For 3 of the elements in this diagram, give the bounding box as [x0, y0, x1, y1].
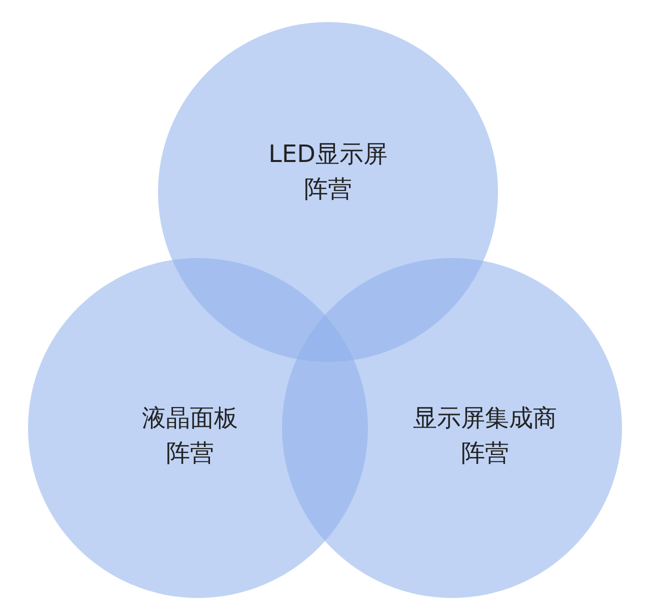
circle-label: 显示屏集成商阵营 [412, 403, 558, 469]
circle-label: LED显示屏阵营 [267, 139, 388, 205]
circle-label: 液晶面板阵营 [141, 403, 239, 469]
